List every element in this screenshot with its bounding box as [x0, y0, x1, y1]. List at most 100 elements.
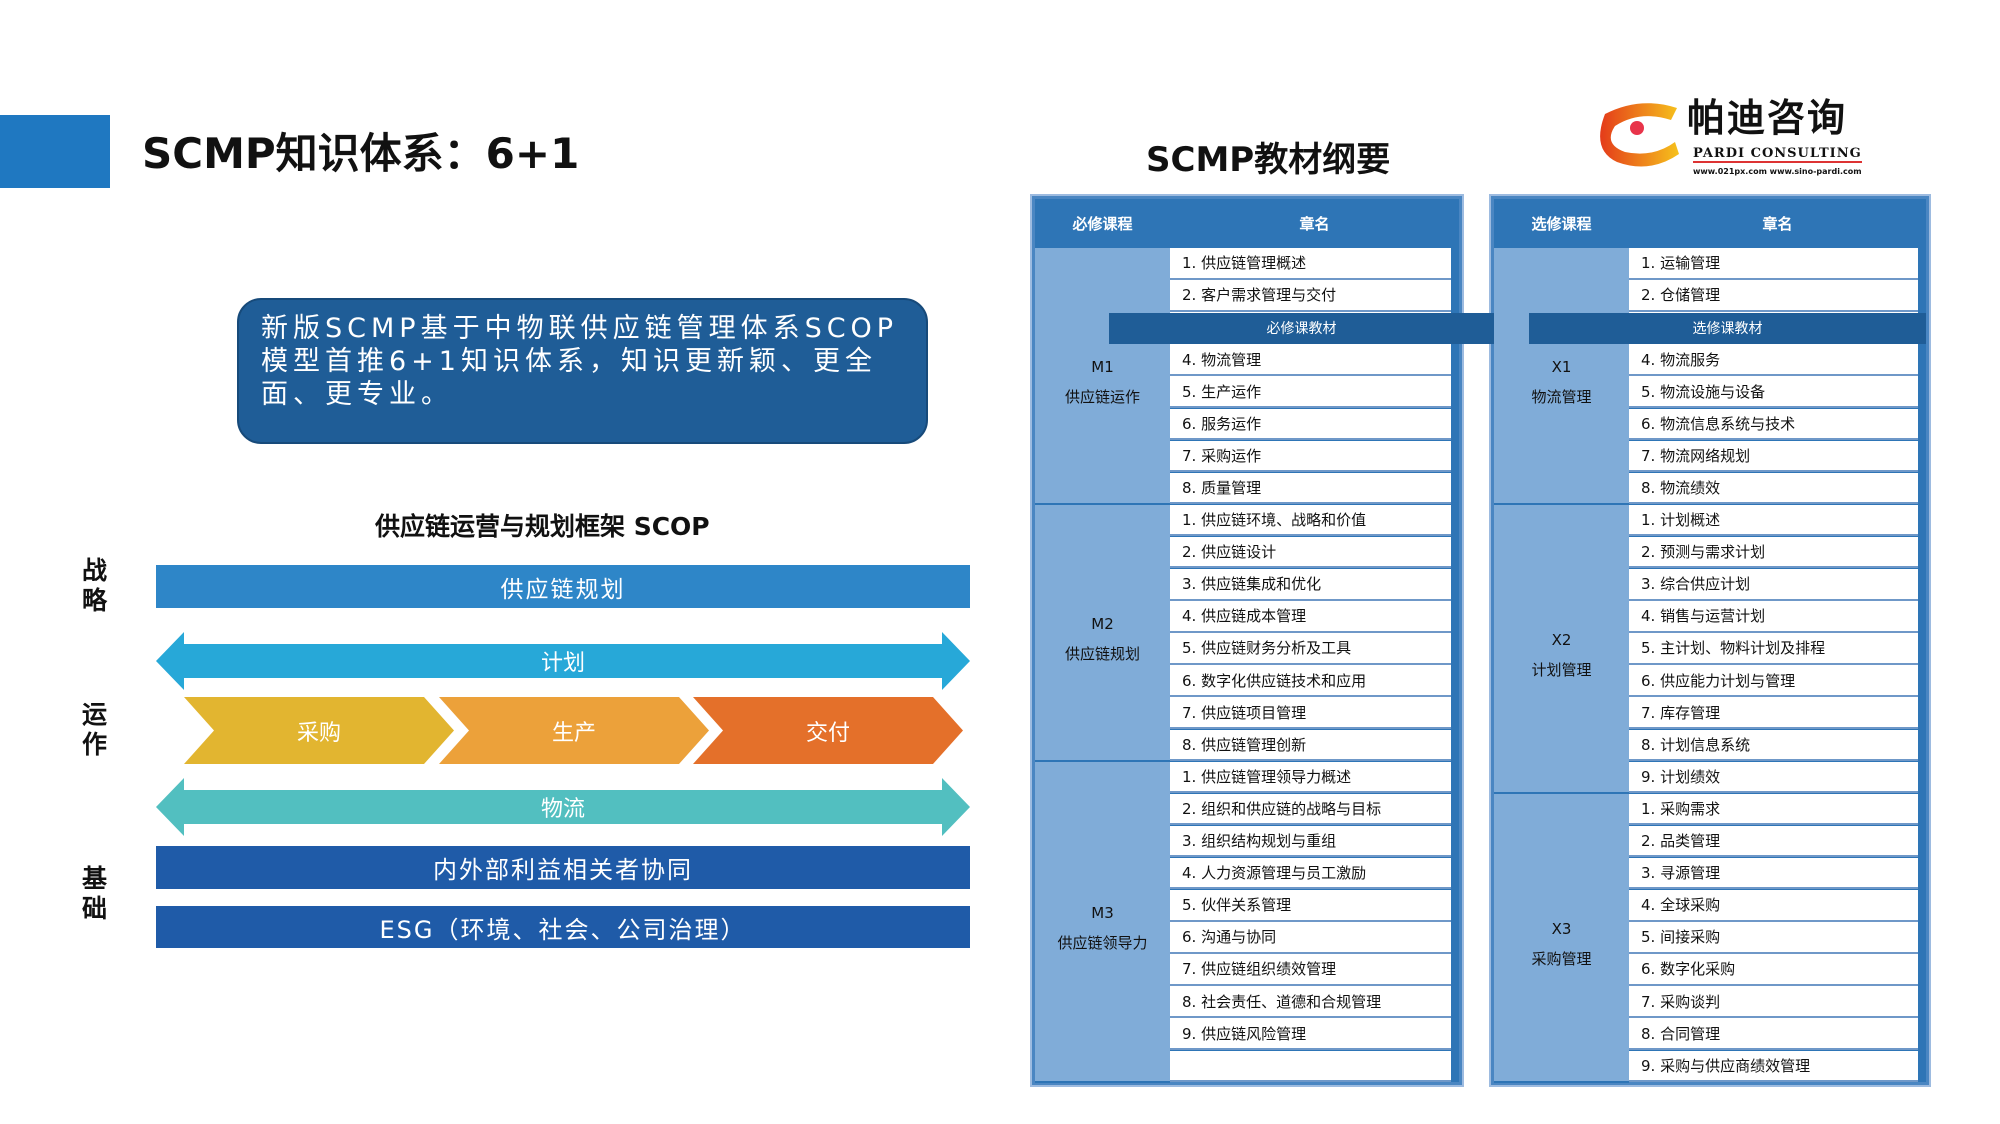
deliver-label: 交付: [805, 720, 850, 746]
chapter-row: 7. 采购谈判: [1629, 986, 1918, 1018]
chapter-row: 4. 全球采购: [1629, 890, 1918, 922]
chapter-row: 7. 库存管理: [1629, 697, 1918, 729]
course-name: 物流管理: [1531, 388, 1592, 407]
chapter-row: 4. 销售与运营计划: [1629, 601, 1918, 633]
syllabus-title: SCMP教材纲要: [1146, 140, 1391, 180]
chapter-row: 5. 供应链财务分析及工具: [1170, 633, 1451, 665]
course-group: M2 供应链规划: [1035, 504, 1170, 762]
course-code: X2: [1551, 631, 1572, 650]
course-code: M3: [1091, 904, 1114, 923]
chapter-row: 2. 品类管理: [1629, 825, 1918, 858]
supply-chain-planning-bar: 供应链规划: [156, 565, 970, 608]
chevron-produce: 生产: [439, 697, 709, 764]
course-code: M1: [1091, 358, 1114, 377]
chapter-row: 1. 供应链管理概述: [1170, 248, 1451, 280]
chapter-row: 9. 计划绩效: [1629, 761, 1918, 794]
header-chapter: 章名: [1299, 215, 1330, 233]
chapter-row: 8. 合同管理: [1629, 1018, 1918, 1050]
required-banner: 必修课教材: [1109, 313, 1494, 344]
chapter-row: 8. 质量管理: [1170, 472, 1451, 505]
chapter-row: 5. 伙伴关系管理: [1170, 890, 1451, 922]
header-course: 选修课程: [1531, 215, 1592, 233]
course-group: M1 供应链运作: [1035, 248, 1170, 505]
course-code: X1: [1551, 358, 1572, 377]
chapter-row: 8. 社会责任、道德和合规管理: [1170, 986, 1451, 1018]
chapter-row: 2. 预测与需求计划: [1629, 536, 1918, 569]
chapter-row: 6. 服务运作: [1170, 408, 1451, 441]
chapter-row: 3. 供应链集成和优化: [1170, 569, 1451, 601]
logo-swirl-icon: [1600, 103, 1679, 167]
course-code: X3: [1551, 920, 1572, 939]
chapter-row: 1. 供应链环境、战略和价值: [1170, 504, 1451, 537]
logo-urls: www.021px.com www.sino-pardi.com: [1693, 167, 1862, 176]
chapter-row: 6. 数字化采购: [1629, 954, 1918, 986]
chapter-row: 5. 生产运作: [1170, 376, 1451, 408]
chapter-row: 8. 物流绩效: [1629, 472, 1918, 505]
chapter-row: 7. 供应链组织绩效管理: [1170, 954, 1451, 986]
header-course: 必修课程: [1072, 215, 1133, 233]
chapter-row: 4. 物流管理: [1170, 344, 1451, 376]
chapter-row: 3. 综合供应计划: [1629, 569, 1918, 601]
course-name: 计划管理: [1531, 661, 1592, 680]
plan-arrow: 计划: [156, 632, 970, 690]
esg-bar: ESG（环境、社会、公司治理）: [156, 906, 970, 948]
chapter-row: 6. 物流信息系统与技术: [1629, 408, 1918, 441]
stakeholder-collaboration-bar: 内外部利益相关者协同: [156, 846, 970, 889]
course-name: 采购管理: [1531, 950, 1592, 969]
course-group: X3 采购管理: [1494, 793, 1629, 1083]
side-label-foundation: 基础: [82, 864, 108, 923]
chapter-row: 8. 计划信息系统: [1629, 729, 1918, 762]
plan-label: 计划: [540, 651, 585, 676]
chapter-row: 2. 组织和供应链的战略与目标: [1170, 793, 1451, 826]
logistics-arrow: 物流: [156, 778, 970, 836]
procure-label: 采购: [296, 720, 341, 746]
chapter-row: 2. 供应链设计: [1170, 536, 1451, 569]
intro-callout: 新版SCMP基于中物联供应链管理体系SCOP模型首推6+1知识体系，知识更新颖、…: [237, 298, 928, 444]
chapter-row: 7. 采购运作: [1170, 440, 1451, 473]
course-group: X2 计划管理: [1494, 504, 1629, 794]
chapter-row: 4. 供应链成本管理: [1170, 601, 1451, 633]
chapter-row: 5. 间接采购: [1629, 922, 1918, 954]
chapter-row: 9. 采购与供应商绩效管理: [1629, 1050, 1918, 1083]
chapter-row: 3. 组织结构规划与重组: [1170, 825, 1451, 858]
chapter-row: 1. 运输管理: [1629, 248, 1918, 280]
logo-english-name: PARDI CONSULTING: [1693, 146, 1862, 163]
scop-title: 供应链运营与规划框架 SCOP: [375, 512, 710, 541]
header-chapter: 章名: [1762, 215, 1793, 233]
elective-banner: 选修课教材: [1529, 313, 1926, 344]
chapter-row: 6. 沟通与协同: [1170, 922, 1451, 954]
course-name: 供应链运作: [1064, 388, 1140, 407]
pardi-logo: 帕迪咨询 PARDI CONSULTING www.021px.com www.…: [1595, 96, 1865, 182]
logo-chinese-name: 帕迪咨询: [1687, 95, 1848, 140]
chapter-row: 4. 物流服务: [1629, 344, 1918, 376]
chapter-row: 2. 仓储管理: [1629, 280, 1918, 312]
course-name: 供应链规划: [1064, 645, 1140, 664]
page-title: SCMP知识体系：6+1: [142, 129, 580, 178]
logistics-label: 物流: [540, 797, 585, 822]
chapter-row: 2. 客户需求管理与交付: [1170, 280, 1451, 312]
chapter-row: 5. 物流设施与设备: [1629, 376, 1918, 408]
side-label-operations: 运作: [82, 700, 108, 759]
title-accent-block: [0, 115, 110, 188]
chapter-row: 4. 人力资源管理与员工激励: [1170, 857, 1451, 890]
course-name: 供应链领导力: [1057, 934, 1148, 953]
chapter-row: [1170, 1050, 1451, 1083]
chapter-row: 9. 供应链风险管理: [1170, 1018, 1451, 1050]
chapter-row: 7. 供应链项目管理: [1170, 697, 1451, 729]
chapter-row: 7. 物流网络规划: [1629, 440, 1918, 473]
chapter-row: 1. 供应链管理领导力概述: [1170, 761, 1451, 794]
chapter-row: 1. 采购需求: [1629, 793, 1918, 826]
course-code: M2: [1091, 615, 1114, 634]
course-group: X1 物流管理: [1494, 248, 1629, 505]
chapter-row: 6. 数字化供应链技术和应用: [1170, 665, 1451, 697]
chapter-row: 5. 主计划、物料计划及排程: [1629, 633, 1918, 665]
chevron-deliver: 交付: [693, 697, 963, 764]
chapter-row: 1. 计划概述: [1629, 504, 1918, 537]
side-label-strategy: 战略: [82, 556, 108, 615]
chapter-row: 3. 寻源管理: [1629, 857, 1918, 890]
produce-label: 生产: [551, 720, 596, 746]
chapter-row: 8. 供应链管理创新: [1170, 729, 1451, 762]
course-group: M3 供应链领导力: [1035, 761, 1170, 1083]
